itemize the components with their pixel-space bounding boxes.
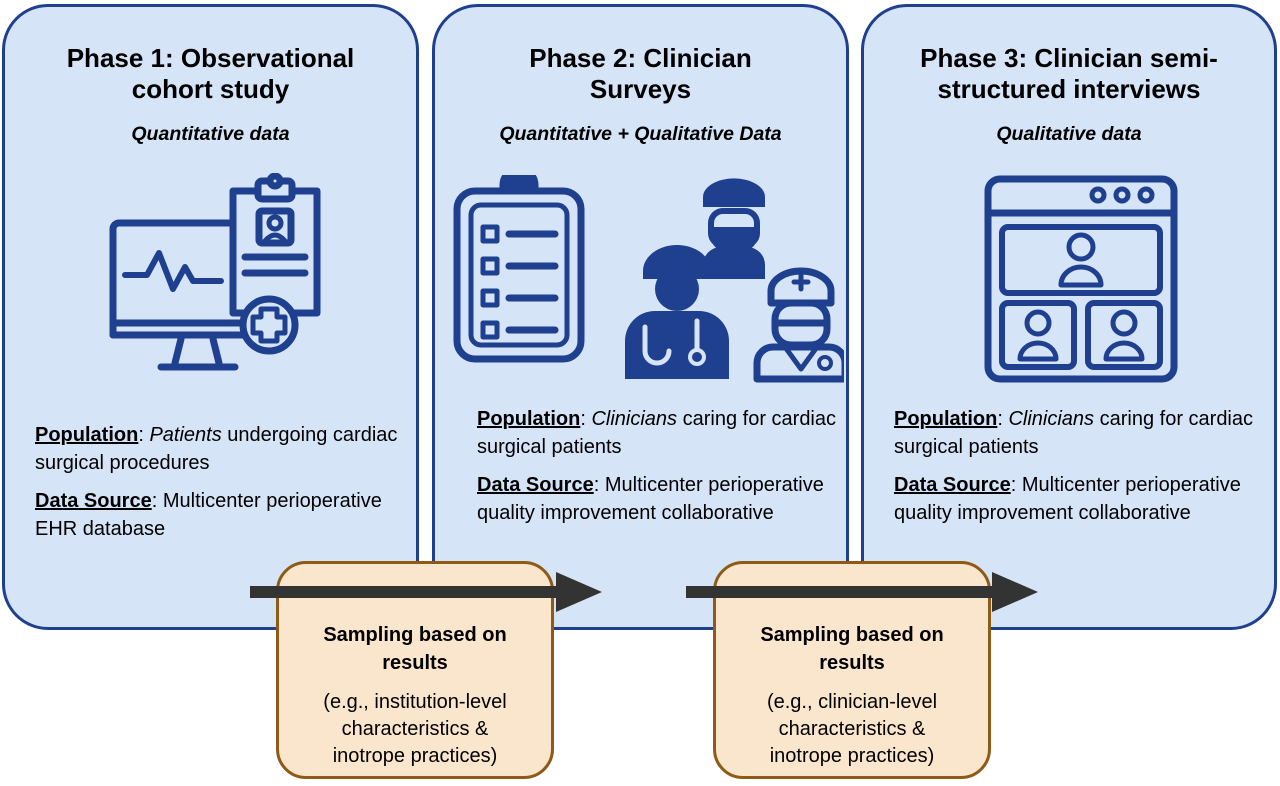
population-separator: : bbox=[997, 408, 1009, 430]
phase-2-info: Population: Clinicians caring for cardia… bbox=[477, 405, 836, 537]
population-separator: : bbox=[138, 424, 150, 446]
population-text: caring for cardiac surgical patients bbox=[894, 408, 1254, 458]
phase-1-box: Phase 1: Observational cohort study Quan… bbox=[2, 4, 419, 630]
population-label: Population bbox=[35, 424, 139, 446]
video-call-window-icon bbox=[982, 173, 1182, 392]
population-text: caring for cardiac surgical patients bbox=[477, 408, 837, 458]
population-subject: Patients bbox=[149, 424, 222, 446]
arrow-phase1-to-phase2 bbox=[250, 572, 602, 612]
arrow-phase2-to-phase3 bbox=[686, 572, 1038, 612]
population-subject: Clinicians bbox=[1008, 408, 1095, 430]
phase-3-data-source: Data Source: Multicenter perioperative q… bbox=[894, 471, 1264, 527]
clipboard-clinicians-icon bbox=[449, 165, 849, 390]
data-source-label: Data Source bbox=[35, 490, 152, 512]
sampling-2-detail: (e.g., clinician-level characteristics &… bbox=[766, 691, 938, 767]
data-source-text: Multicenter perioperative EHR database bbox=[35, 490, 382, 540]
phase-3-box: Phase 3: Clinician semi- structured inte… bbox=[861, 4, 1277, 630]
phase-2-data-source: Data Source: Multicenter perioperative q… bbox=[477, 471, 836, 527]
data-source-label: Data Source bbox=[477, 474, 594, 496]
phase-3-title: Phase 3: Clinician semi- structured inte… bbox=[920, 43, 1218, 104]
phase-1-subtitle: Quantitative data bbox=[131, 123, 290, 145]
data-source-label: Data Source bbox=[894, 474, 1011, 496]
phase-2-subtitle: Quantitative + Qualitative Data bbox=[499, 123, 782, 145]
population-label: Population bbox=[477, 408, 581, 430]
monitor-medical-record-icon bbox=[103, 172, 327, 388]
data-source-separator: : bbox=[151, 490, 163, 512]
phase-2-box: Phase 2: Clinician Surveys Quantitative … bbox=[432, 4, 849, 630]
phase-1-info: Population: Patients undergoing cardiac … bbox=[35, 421, 406, 553]
data-source-text: Multicenter perioperative quality improv… bbox=[477, 474, 824, 524]
phase-3-population: Population: Clinicians caring for cardia… bbox=[894, 405, 1264, 461]
population-subject: Clinicians bbox=[591, 408, 678, 430]
population-text: undergoing cardiac surgical procedures bbox=[35, 424, 398, 474]
phase-1-title: Phase 1: Observational cohort study bbox=[66, 43, 355, 104]
sampling-1-detail: (e.g., institution-level characteristics… bbox=[323, 691, 507, 767]
data-source-text: Multicenter perioperative quality improv… bbox=[894, 474, 1241, 524]
data-source-separator: : bbox=[593, 474, 605, 496]
phase-2-population: Population: Clinicians caring for cardia… bbox=[477, 405, 836, 461]
sampling-1-heading: Sampling based on results bbox=[323, 624, 507, 674]
phase-1-population: Population: Patients undergoing cardiac … bbox=[35, 421, 406, 477]
phase-2-title: Phase 2: Clinician Surveys bbox=[529, 43, 752, 104]
sampling-2-heading: Sampling based on results bbox=[760, 624, 944, 674]
data-source-separator: : bbox=[1010, 474, 1022, 496]
phase-1-data-source: Data Source: Multicenter perioperative E… bbox=[35, 487, 406, 543]
population-separator: : bbox=[580, 408, 592, 430]
phase-3-info: Population: Clinicians caring for cardia… bbox=[894, 405, 1264, 537]
phase-3-subtitle: Qualitative data bbox=[996, 123, 1142, 145]
population-label: Population bbox=[894, 408, 998, 430]
